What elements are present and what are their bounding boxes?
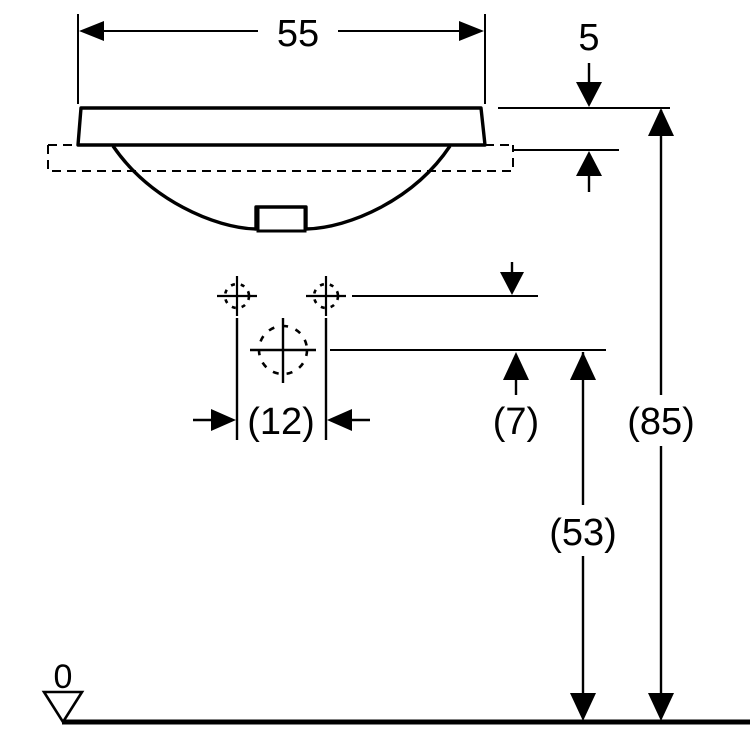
- arrowhead-down-tap-level: [500, 272, 524, 295]
- arrowhead-up-53: [570, 352, 596, 380]
- dimension-width-overall: [77, 14, 486, 104]
- dimension-label-85: (85): [627, 401, 695, 443]
- drain-outlet-spigot: [256, 207, 307, 233]
- arrowhead-up-85: [648, 108, 674, 136]
- datum-label-zero: 0: [54, 658, 73, 696]
- dimension-label-55: 55: [277, 13, 319, 55]
- arrowhead-up: [576, 151, 602, 176]
- bowl-and-outlet-outline: [111, 145, 452, 231]
- dimension-drain-height: [570, 352, 596, 721]
- drain-center-circle: [250, 318, 316, 383]
- dimension-label-12: (12): [247, 401, 315, 443]
- tap-hole-right-centermark: [306, 276, 346, 316]
- arrowhead-left-pointing: [327, 409, 352, 431]
- dimension-drain-offset: [503, 352, 529, 395]
- basin-rim-profile: [76, 106, 487, 147]
- arrowhead-up-drain-offset: [503, 352, 529, 380]
- arrowhead-left: [79, 21, 104, 41]
- floor-datum-symbol: [41, 690, 85, 725]
- tap-hole-left-centermark: [217, 276, 257, 316]
- arrowhead-down-85: [648, 693, 674, 721]
- cutout-dashed-outline: [47, 145, 514, 172]
- basin-bowl-profile: [111, 145, 452, 233]
- datum-triangle-icon: [41, 690, 85, 725]
- dimension-tap-level-arrow: [500, 262, 524, 295]
- arrowhead-down-53: [570, 693, 596, 721]
- dimension-rim-thickness: [498, 63, 670, 192]
- dimension-label-7: (7): [493, 401, 539, 443]
- dimension-label-5: 5: [578, 17, 599, 59]
- dimension-label-53: (53): [549, 512, 617, 554]
- arrowhead-down: [576, 82, 602, 107]
- dimension-rim-height: [648, 108, 674, 721]
- mounting-cutout: [47, 144, 514, 172]
- dimension-labels: 55 5 (12) (7) (53) (85) 0: [54, 13, 695, 696]
- arrowhead-right-pointing: [211, 409, 236, 431]
- rim-outline: [76, 106, 487, 147]
- dimension-tap-hole-spacing: [193, 318, 370, 440]
- arrowhead-right: [459, 21, 484, 41]
